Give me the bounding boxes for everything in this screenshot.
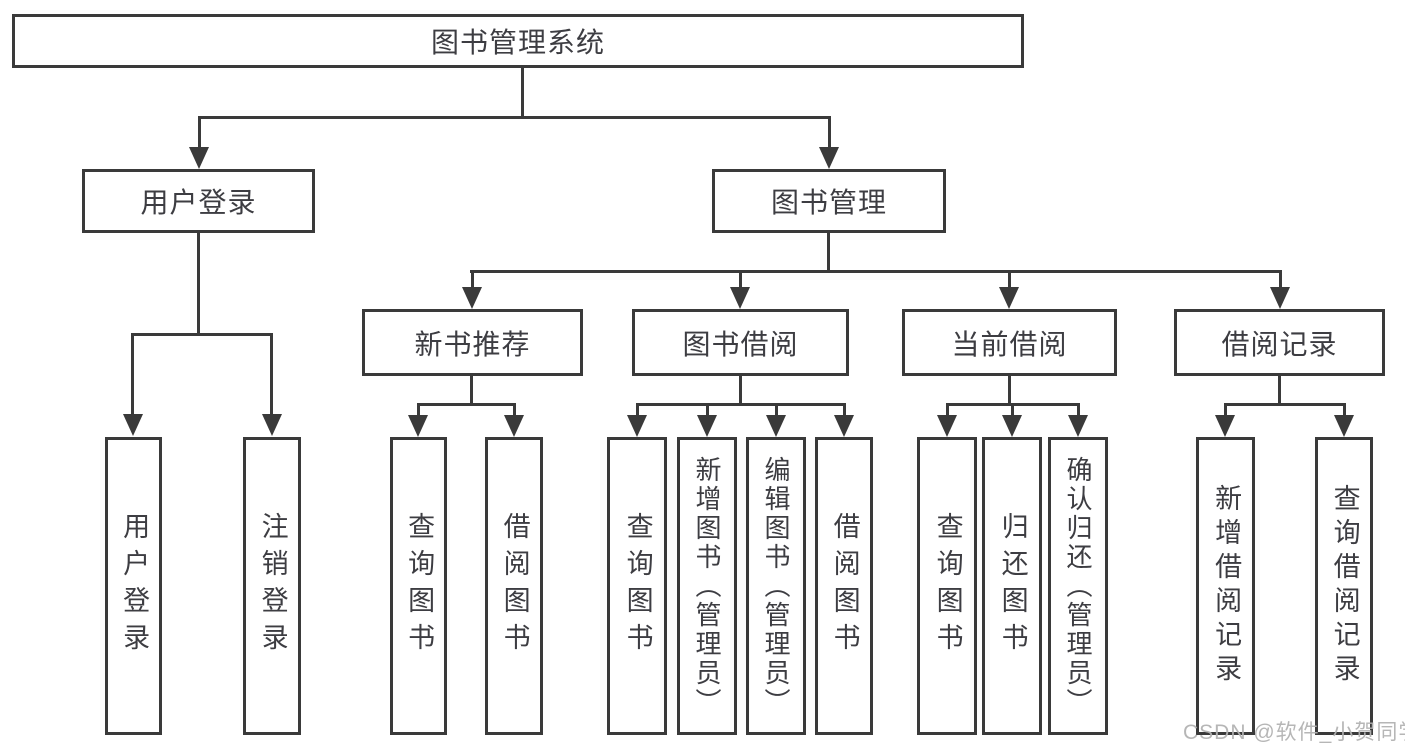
node-leaf-add-borrow-record-label: 新增借阅记录	[1211, 484, 1242, 688]
node-root-label: 图书管理系统	[430, 27, 605, 58]
node-leaf-logout-label: 注销登录	[257, 512, 288, 660]
node-leaf-return-books: 归还图书	[982, 437, 1042, 735]
node-current-borrow-label: 当前借阅	[951, 328, 1068, 360]
arrow-down-icon	[697, 415, 717, 437]
node-leaf-borrow-books-borrow-label: 借阅图书	[829, 512, 860, 660]
connector-line	[470, 270, 1282, 273]
connector-line	[946, 403, 949, 417]
node-leaf-query-books-borrow-label: 查询图书	[622, 512, 653, 660]
connector-line	[775, 403, 778, 417]
arrow-down-icon	[999, 287, 1019, 309]
node-root: 图书管理系统	[12, 14, 1024, 68]
node-leaf-edit-books-admin: 编辑图书（管理员）	[746, 437, 806, 735]
node-leaf-return-books-label: 归还图书	[997, 512, 1028, 660]
connector-line	[417, 403, 420, 417]
arrow-down-icon	[627, 415, 647, 437]
node-leaf-user-login: 用户登录	[105, 437, 162, 735]
connector-line	[1008, 375, 1011, 405]
connector-line	[1011, 403, 1014, 417]
node-leaf-query-books-new-label: 查询图书	[404, 512, 435, 660]
connector-line	[1278, 375, 1281, 405]
arrow-down-icon	[1270, 287, 1290, 309]
connector-line	[131, 333, 134, 415]
arrow-down-icon	[1068, 415, 1088, 437]
node-leaf-borrow-books-borrow: 借阅图书	[815, 437, 873, 735]
connector-line	[636, 403, 846, 406]
connector-line	[1008, 270, 1011, 288]
arrow-down-icon	[834, 415, 854, 437]
node-user-login: 用户登录	[82, 169, 315, 233]
node-user-login-label: 用户登录	[140, 187, 257, 218]
arrow-down-icon	[189, 147, 209, 169]
node-leaf-query-books-borrow: 查询图书	[607, 437, 667, 735]
connector-line	[513, 403, 516, 417]
arrow-down-icon	[1002, 415, 1022, 437]
connector-line	[471, 270, 474, 288]
arrow-down-icon	[1215, 415, 1235, 437]
connector-line	[1077, 403, 1080, 417]
connector-line	[1343, 403, 1346, 417]
arrow-down-icon	[123, 414, 143, 436]
node-book-management: 图书管理	[712, 169, 946, 233]
node-new-book-recommend: 新书推荐	[362, 309, 583, 376]
node-leaf-borrow-books-new-label: 借阅图书	[499, 512, 530, 660]
connector-line	[1279, 270, 1282, 288]
node-borrow-records: 借阅记录	[1174, 309, 1385, 376]
connector-line	[739, 270, 742, 288]
connector-line	[1224, 403, 1227, 417]
node-current-borrow: 当前借阅	[902, 309, 1117, 376]
node-leaf-query-books-current: 查询图书	[917, 437, 977, 735]
arrow-down-icon	[408, 415, 428, 437]
csdn-watermark: CSDN @软件_小贺同学	[1183, 721, 1405, 744]
connector-line	[197, 232, 200, 335]
connector-line	[521, 67, 524, 118]
connector-line	[827, 232, 830, 272]
node-book-borrow-label: 图书借阅	[682, 328, 799, 360]
node-leaf-query-borrow-record-label: 查询借阅记录	[1329, 484, 1360, 688]
connector-line	[198, 116, 831, 119]
arrow-down-icon	[730, 287, 750, 309]
connector-line	[739, 375, 742, 405]
node-new-book-recommend-label: 新书推荐	[414, 328, 531, 360]
connector-line	[198, 116, 201, 149]
node-leaf-logout: 注销登录	[243, 437, 301, 735]
connector-line	[270, 333, 273, 415]
connector-line	[1224, 403, 1346, 406]
node-leaf-query-borrow-record: 查询借阅记录	[1315, 437, 1373, 735]
arrow-down-icon	[462, 287, 482, 309]
node-leaf-borrow-books-new: 借阅图书	[485, 437, 543, 735]
node-leaf-query-books-new: 查询图书	[390, 437, 447, 735]
node-book-management-label: 图书管理	[770, 187, 887, 218]
connector-line	[706, 403, 709, 417]
node-book-borrow: 图书借阅	[632, 309, 849, 376]
node-leaf-edit-books-admin-label: 编辑图书（管理员）	[761, 455, 792, 717]
arrow-down-icon	[766, 415, 786, 437]
node-leaf-query-books-current-label: 查询图书	[932, 512, 963, 660]
arrow-down-icon	[819, 147, 839, 169]
node-leaf-add-books-admin: 新增图书（管理员）	[677, 437, 737, 735]
arrow-down-icon	[937, 415, 957, 437]
arrow-down-icon	[262, 414, 282, 436]
arrow-down-icon	[504, 415, 524, 437]
connector-line	[131, 333, 273, 336]
node-leaf-add-books-admin-label: 新增图书（管理员）	[692, 455, 723, 717]
connector-line	[636, 403, 639, 417]
node-borrow-records-label: 借阅记录	[1221, 328, 1338, 360]
connector-line	[843, 403, 846, 417]
connector-line	[470, 375, 473, 405]
node-leaf-confirm-return-admin-label: 确认归还（管理员）	[1063, 455, 1094, 717]
node-leaf-add-borrow-record: 新增借阅记录	[1196, 437, 1255, 735]
node-leaf-confirm-return-admin: 确认归还（管理员）	[1048, 437, 1108, 735]
node-leaf-user-login-label: 用户登录	[119, 512, 150, 660]
connector-line	[417, 403, 516, 406]
connector-line	[828, 116, 831, 149]
arrow-down-icon	[1334, 415, 1354, 437]
